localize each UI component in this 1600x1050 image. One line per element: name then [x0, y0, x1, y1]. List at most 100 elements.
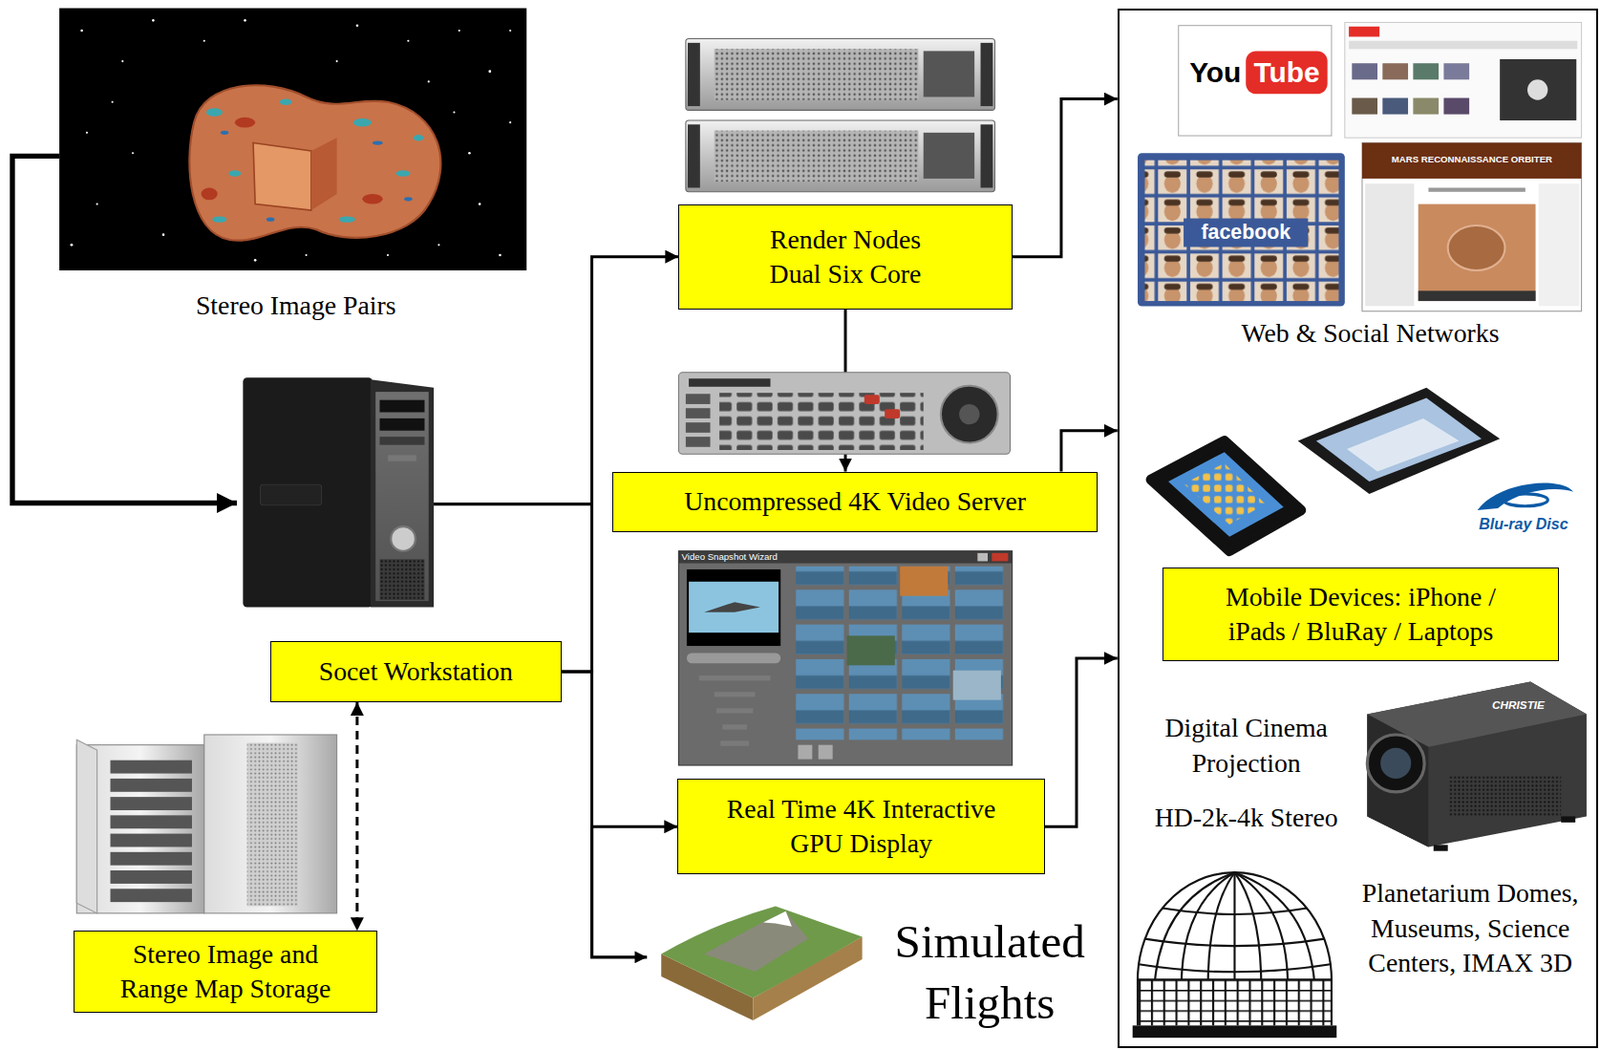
- node-text: Stereo Image and Range Map Storage: [103, 937, 348, 1006]
- logo-text: You: [1183, 55, 1247, 90]
- bluray-logo: [1502, 493, 1548, 507]
- render-servers: [685, 39, 996, 111]
- logo-text: facebook: [1183, 220, 1308, 246]
- stereo-image: [70, 243, 74, 247]
- planetarium-dome: [1234, 872, 1261, 980]
- stereo-image: [228, 170, 241, 176]
- video-server-console: [864, 394, 880, 405]
- storage-array: [204, 734, 338, 914]
- storage-array: [247, 743, 299, 907]
- bluray-logo: [1477, 482, 1574, 511]
- node-text: Render Nodes Dual Six Core: [748, 222, 943, 292]
- stereo-image: [220, 130, 413, 222]
- logo-text: Tube: [1245, 55, 1327, 90]
- facebook-collage: [1137, 152, 1345, 306]
- storage-array: [110, 852, 192, 866]
- connector-line: [433, 502, 593, 506]
- node-text: Web & Social Networks: [1216, 316, 1523, 351]
- render-servers: [923, 50, 975, 97]
- video-server-console: [940, 385, 999, 444]
- phone-tablet-icons: [1168, 451, 1284, 537]
- planetarium-dome: [1137, 872, 1332, 1025]
- stereo-image: [220, 130, 230, 135]
- render-servers: [687, 42, 701, 107]
- gpu-display-screenshot: [699, 675, 771, 681]
- storage-array: [110, 760, 192, 774]
- brand-text: CHRISTIE: [1477, 698, 1559, 712]
- phone-tablet-icons: [1346, 418, 1459, 472]
- planetarium-dome: [1233, 872, 1236, 980]
- connector-arrow: [561, 671, 679, 827]
- stereo-image: [59, 8, 527, 271]
- node-text: Socet Workstation: [319, 654, 513, 689]
- youtube-page: [1443, 63, 1470, 80]
- storage-array: [110, 778, 192, 792]
- mro-web-page: [1362, 143, 1582, 179]
- youtube-page: [1412, 98, 1439, 115]
- stereo-image: [254, 258, 257, 262]
- planetarium-dome: [1132, 872, 1338, 1038]
- stereo-image: [212, 215, 227, 222]
- youtube-page: [1344, 21, 1582, 138]
- stereo-image: [406, 40, 409, 43]
- gpu-display-screenshot: [720, 740, 749, 746]
- storage-array: [110, 796, 192, 811]
- connector-line: [592, 826, 648, 958]
- gpu-display-screenshot: [678, 551, 1012, 766]
- gpu-display-screenshot: [678, 551, 1012, 564]
- stereo-image: [413, 134, 425, 141]
- terrain-block: [763, 911, 792, 927]
- stereo-image: [201, 117, 384, 205]
- cinema-projector: [1560, 815, 1576, 822]
- stereo-image: [121, 60, 124, 63]
- connector-arrow: [1012, 99, 1118, 257]
- node-text: HD-2k-4k Stereo: [1131, 800, 1362, 835]
- node-text: Real Time 4K Interactive GPU Display: [703, 791, 1020, 861]
- image-caption: Stereo Image Pairs: [143, 289, 449, 321]
- gpu-display-screenshot: [714, 691, 756, 697]
- youtube-page: [1527, 79, 1548, 100]
- stereo-image: [498, 254, 502, 257]
- workstation-tower: [390, 526, 416, 552]
- render-servers: [685, 120, 996, 192]
- facebook-collage: [1183, 218, 1308, 248]
- youtube-page: [1344, 21, 1582, 138]
- planetarium-dome: [1181, 872, 1236, 980]
- connector-arrow: [355, 702, 359, 931]
- gpu-display-screenshot: [688, 581, 779, 633]
- connector-arrow: [1045, 658, 1118, 827]
- video-server-console: [685, 393, 711, 405]
- stereo-image: [131, 151, 134, 154]
- workstation-tower: [379, 558, 425, 600]
- stereo-image: [70, 19, 512, 262]
- video-server-console: [719, 392, 924, 450]
- window-title: Video Snapshot Wizard: [682, 551, 835, 563]
- mro-web-page: [1365, 183, 1414, 306]
- mro-web-page: [1362, 143, 1582, 312]
- workstation-tower: [260, 484, 322, 505]
- cinema-projector: [1366, 734, 1425, 792]
- gpu-display-screenshot: [686, 569, 781, 646]
- gpu-display-screenshot: [686, 653, 781, 664]
- cinema-projector: [1366, 681, 1587, 851]
- facebook-collage: [1144, 160, 1339, 301]
- youtube-page: [1412, 63, 1439, 80]
- planetarium-dome: [1208, 872, 1236, 980]
- video-server-console: [884, 408, 900, 419]
- stereo-image: [59, 8, 527, 271]
- video-server-console: [678, 372, 1010, 454]
- cinema-projector: [1449, 775, 1561, 817]
- storage-array: [76, 739, 97, 914]
- planetarium-dome: [1234, 872, 1288, 980]
- stereo-image: [468, 151, 471, 155]
- gpu-display-screenshot: [699, 675, 771, 747]
- terrain-block: [661, 905, 862, 1021]
- youtube-logo: [1245, 50, 1327, 94]
- stereo-image: [203, 40, 206, 43]
- process-box: Real Time 4K Interactive GPU Display: [677, 778, 1046, 875]
- node-text: Uncompressed 4K Video Server: [683, 484, 1026, 519]
- phone-tablet-icons: [1151, 440, 1302, 551]
- gpu-display-screenshot: [847, 635, 896, 665]
- workstation-tower: [242, 377, 434, 607]
- youtube-page: [1382, 98, 1408, 115]
